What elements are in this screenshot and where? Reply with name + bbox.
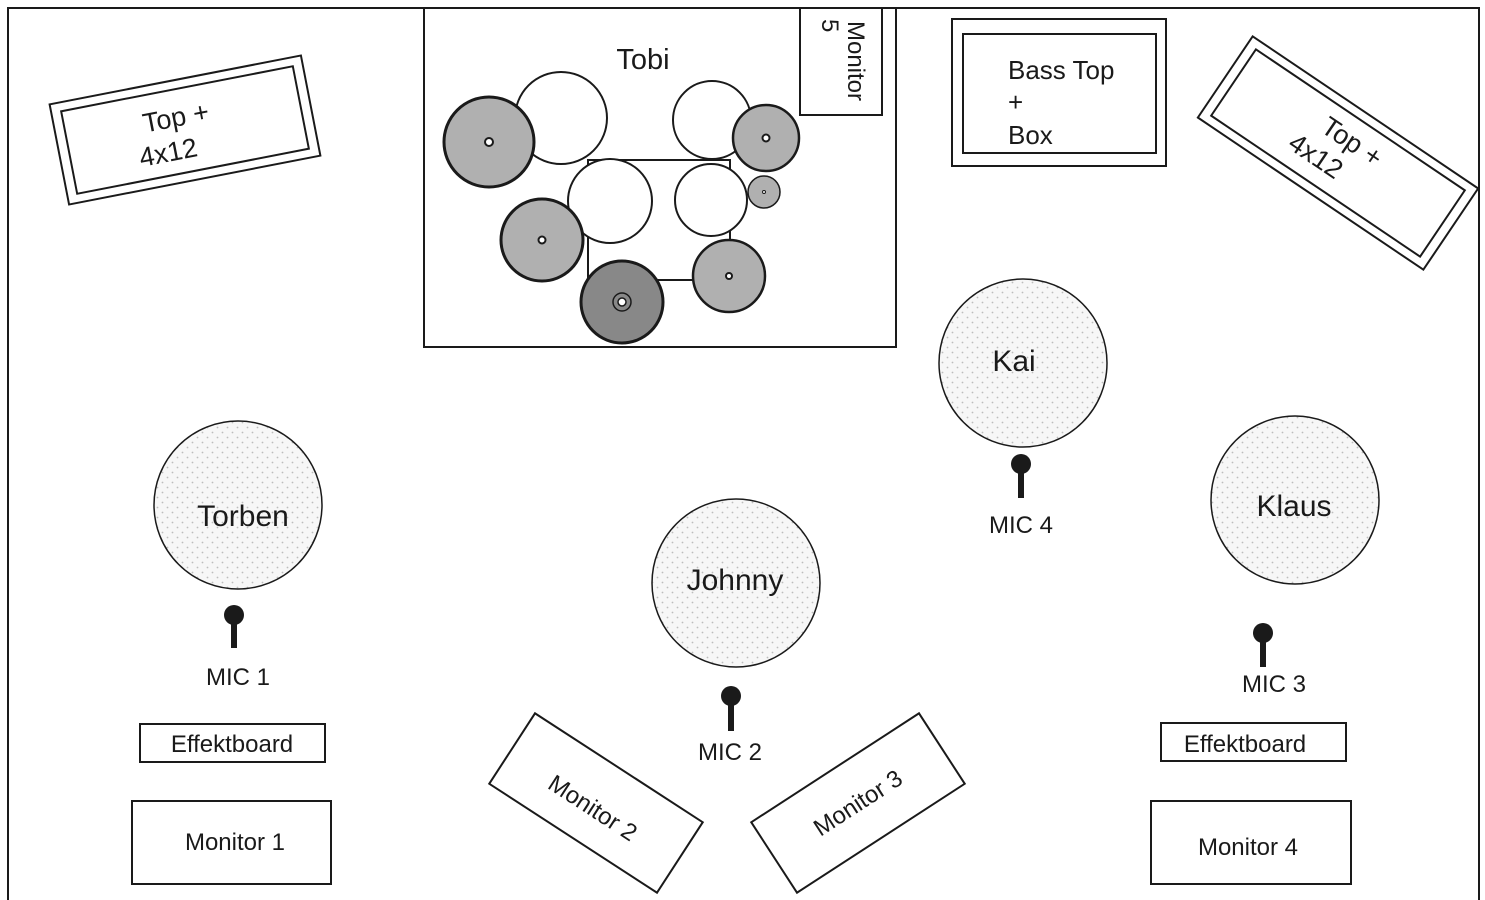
musician-johnny: Johnny [651,498,821,668]
mic-3: MIC 3 [1242,623,1306,698]
monitor-5-label-line2: 5 [816,19,843,32]
effektboard-left: Effektboard [139,723,326,763]
guitar-amp-left: Top + 4x12 [48,54,322,206]
musician-torben: Torben [153,420,323,590]
cymbal [442,95,536,189]
musician-torben-label: Torben [197,500,289,533]
drummer-name: Tobi [616,44,669,76]
musician-klaus-label: Klaus [1256,490,1331,523]
monitor-5-label-line1: Monitor [842,21,869,101]
drum-shell [567,158,653,244]
cymbal [499,197,585,283]
monitor-4-label: Monitor 4 [1198,834,1298,861]
musician-kai: Kai [938,278,1108,448]
musician-klaus: Klaus [1210,415,1380,585]
monitor-3: Monitor 3 [749,711,967,895]
monitor-5: Monitor 5 [799,7,883,116]
mic-1: MIC 1 [206,605,270,691]
musician-kai-label: Kai [992,345,1035,378]
mic-4: MIC 4 [989,454,1053,539]
mic-2-label: MIC 2 [698,739,762,766]
mic-4-label: MIC 4 [989,512,1053,539]
bass-amp: Bass Top + Box [951,18,1167,167]
bass-amp-line2: + [1008,87,1023,117]
guitar-amp-right: Top + 4x12 [1196,34,1480,272]
musician-johnny-label: Johnny [687,564,784,597]
microphone-icon [224,605,244,648]
mic-2: MIC 2 [698,686,762,766]
monitor-2: Monitor 2 [487,711,705,895]
mic-3-label: MIC 3 [1242,671,1306,698]
kick-drum [579,259,665,345]
cymbal [747,175,781,209]
monitor-4: Monitor 4 [1150,800,1352,885]
effektboard-left-label: Effektboard [171,731,293,758]
mic-1-label: MIC 1 [206,664,270,691]
cymbal [691,238,767,314]
bass-amp-line1: Bass Top [1008,55,1114,85]
monitor-1: Monitor 1 [131,800,332,885]
monitor-1-label: Monitor 1 [185,829,285,856]
cymbal [731,103,801,173]
microphone-icon [1011,454,1031,498]
effektboard-right: Effektboard [1160,722,1347,762]
microphone-icon [721,686,741,731]
bass-amp-line3: Box [1008,120,1053,150]
microphone-icon [1253,623,1273,667]
drum-shell [674,163,748,237]
effektboard-right-label: Effektboard [1184,731,1306,758]
